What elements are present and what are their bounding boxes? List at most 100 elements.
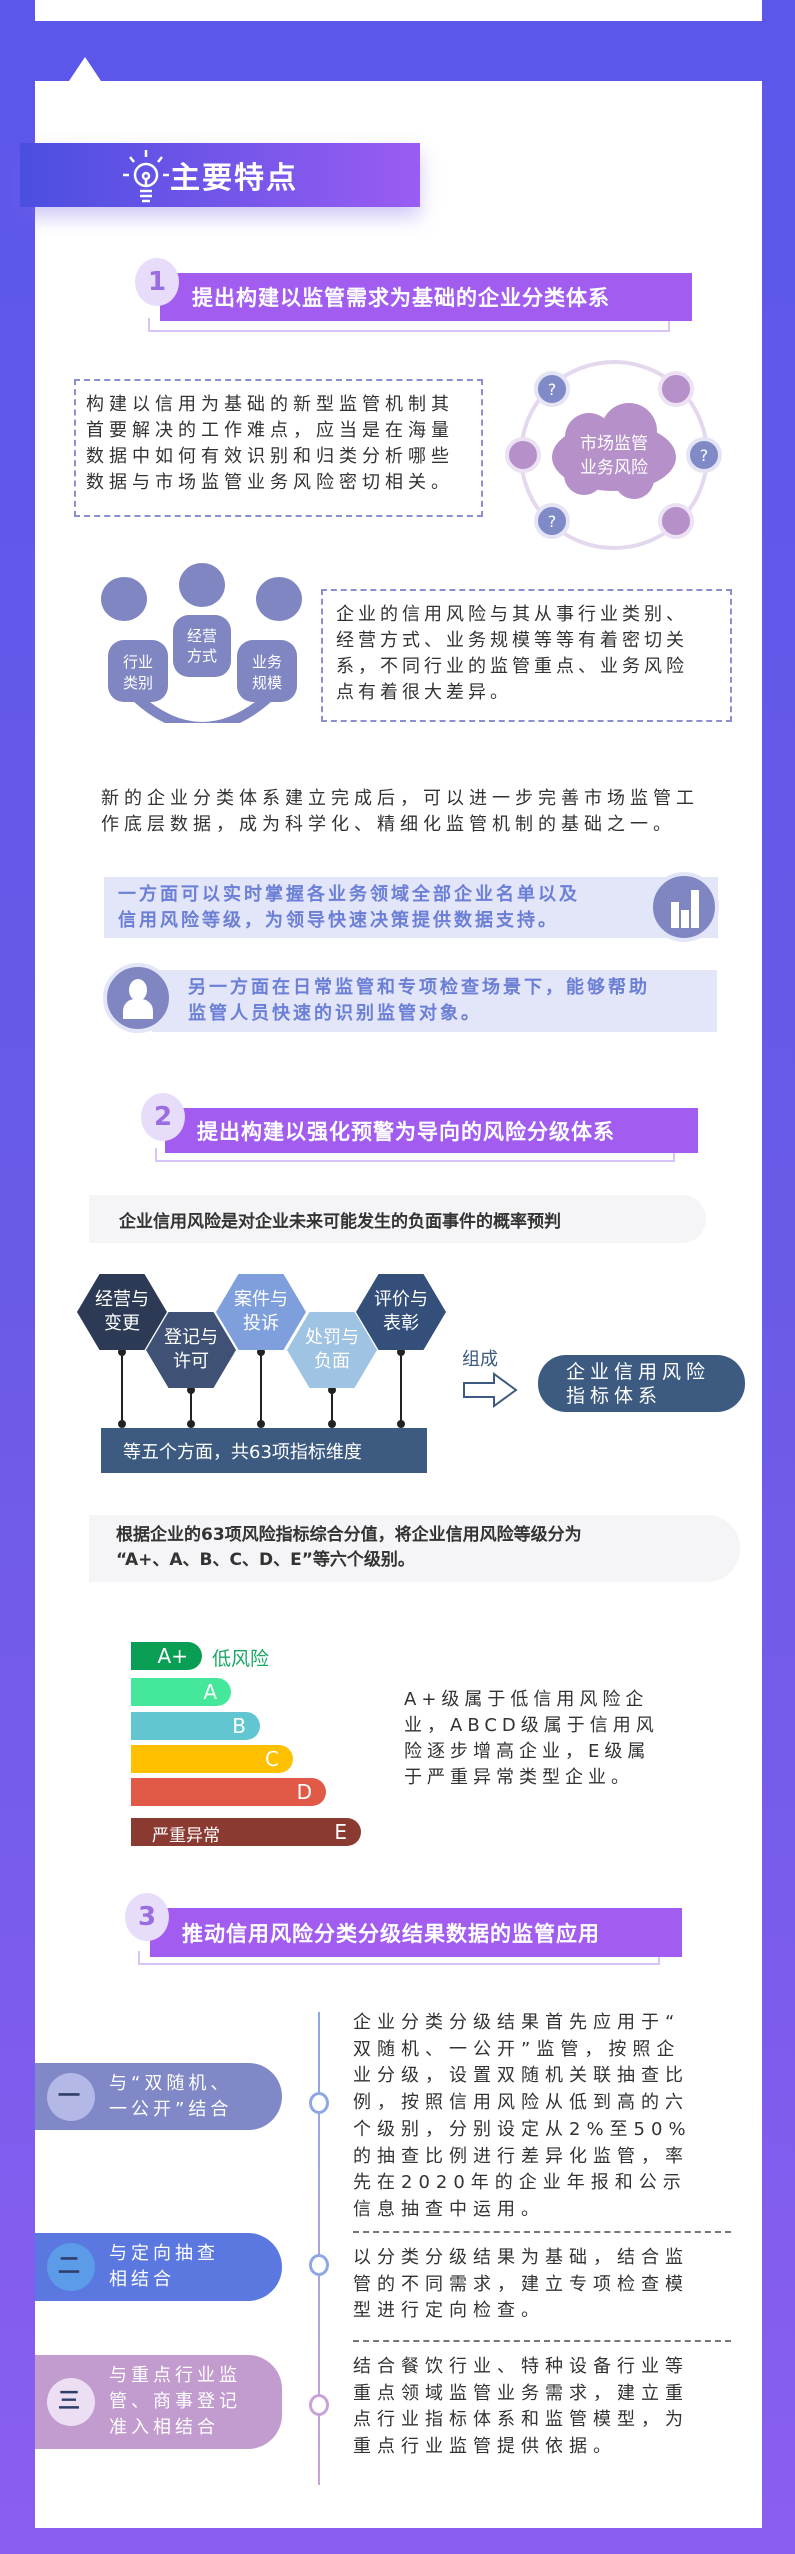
- text-line: 的抽查比例进行差异化监管，率: [353, 2145, 689, 2167]
- hexagon-label: 评价与: [374, 1289, 428, 1310]
- definition-text: 企业信用风险是对企业未来可能发生的负面事件的概率预判: [119, 1211, 561, 1232]
- hexagon-label: 登记与: [164, 1327, 218, 1348]
- grade-description: A+级属于低信用风险企 业，ABCD级属于信用风 险逐步增高企业，E级属 于严重…: [404, 1687, 659, 1791]
- text-line: 双随机、一公开”监管，按照企: [353, 2038, 681, 2060]
- connector-dot: [328, 1386, 336, 1394]
- text-line: 首要解决的工作难点，应当是在海量: [86, 420, 454, 441]
- text-line: 业，ABCD级属于信用风: [404, 1715, 659, 1736]
- text-line: 重点行业监管提供依据。: [353, 2436, 617, 2458]
- text-line: 重点领域监管业务需求，建立重: [353, 2382, 689, 2404]
- industry-box: [321, 589, 732, 722]
- arrow-right-icon: [463, 1372, 518, 1408]
- application-item-1: 一 与“双随机、一公开”结合: [35, 2063, 282, 2130]
- severe-label: 严重异常: [152, 1826, 220, 1846]
- section1-title-text: 提出构建以监管需求为基础的企业分类体系: [192, 286, 610, 310]
- text-line: 企业信用风险: [566, 1361, 711, 1383]
- timeline-node: [309, 2092, 329, 2114]
- timeline-node: [309, 2394, 329, 2416]
- text-line: 与“双随机、: [109, 2072, 233, 2094]
- badge-one: 一: [47, 2072, 95, 2121]
- people-label: 经营: [187, 627, 217, 645]
- grade-bar-A: A: [131, 1678, 231, 1706]
- badge-three: 三: [47, 2378, 95, 2426]
- grade-label: D: [296, 1780, 312, 1804]
- text-line: 管、商事登记: [109, 2391, 241, 2412]
- hexagon-label: 许可: [173, 1351, 209, 1372]
- hexagon-label: 表彰: [383, 1313, 419, 1334]
- divider: [353, 2231, 731, 2233]
- low-risk-label: 低风险: [212, 1648, 270, 1670]
- badge-two: 二: [47, 2243, 95, 2291]
- text-line: 以分类分级结果为基础，结合监: [353, 2247, 689, 2268]
- user-icon: [103, 963, 173, 1033]
- divider: [353, 2340, 731, 2342]
- point-a-text: 一方面可以实时掌握各业务领域全部企业名单以及 信用风险等级，为领导快速决策提供数…: [118, 882, 580, 934]
- section3-title: 推动信用风险分类分级结果数据的监管应用: [150, 1908, 682, 1957]
- connector-dot: [118, 1420, 126, 1428]
- text-line: 险逐步增高企业，E级属: [404, 1741, 651, 1762]
- text-line: 业分级，设置双随机关联抽查比: [353, 2065, 689, 2087]
- application-desc-2: 以分类分级结果为基础，结合监管的不同需求，建立专项检查模型进行定向检查。: [353, 2245, 689, 2325]
- industry-text: 企业的信用风险与其从事行业类别、 经营方式、业务规模等等有着密切关 系，不同行业…: [336, 602, 688, 706]
- section2-title: 提出构建以强化预警为导向的风险分级体系: [165, 1108, 698, 1153]
- question-mark-icon: ?: [548, 512, 557, 531]
- text-line: 准入相结合: [109, 2417, 219, 2438]
- point-b-text: 另一方面在日常监管和专项检查场景下，能够帮助 监管人员快速的识别监管对象。: [188, 975, 650, 1027]
- result-pill: 企业信用风险 指标体系: [538, 1355, 745, 1412]
- intro-text: 构建以信用为基础的新型监管机制其 首要解决的工作难点，应当是在海量 数据中如何有…: [86, 392, 454, 496]
- text-line: 经营方式、业务规模等等有着密切关: [336, 630, 688, 651]
- section3-number: 3: [125, 1893, 169, 1941]
- people-label: 行业: [123, 653, 153, 671]
- people-group-diagram: 经营 方式 行业 类别 业务 规模: [101, 563, 302, 723]
- text-line: “A+、A、B、C、D、E”等六个级别。: [116, 1550, 415, 1570]
- intro-box: [74, 379, 483, 517]
- text-line: 点行业指标体系和监管模型，为: [353, 2409, 689, 2431]
- hexagon-label: 投诉: [243, 1313, 279, 1334]
- text-line: 相结合: [109, 2269, 175, 2290]
- connector-dot: [187, 1386, 195, 1394]
- people-label: 方式: [187, 647, 217, 665]
- grade-bar-D: D: [131, 1778, 326, 1806]
- text-line: 一方面可以实时掌握各业务领域全部企业名单以及: [118, 884, 580, 905]
- cloud-label: 市场监管: [580, 434, 648, 454]
- grade-bar-C: C: [131, 1745, 293, 1773]
- grade-label: C: [265, 1747, 279, 1771]
- application-desc-1: 企业分类分级结果首先应用于“双随机、一公开”监管，按照企业分级，设置双随机关联抽…: [353, 2010, 692, 2224]
- connector-dot: [397, 1348, 405, 1356]
- connector-dot: [328, 1420, 336, 1428]
- text-line: 与定向抽查: [109, 2243, 219, 2264]
- risk-ring-diagram: ? ? ? 市场监管 业务风险: [505, 360, 722, 550]
- text-line: 数据中如何有效识别和归类分析哪些: [86, 446, 454, 467]
- text-line: 一公开”结合: [109, 2098, 233, 2120]
- text-line: 构建以信用为基础的新型监管机制其: [86, 394, 454, 415]
- text-line: 根据企业的63项风险指标综合分值，将企业信用风险等级分为: [116, 1525, 582, 1545]
- lightbulb-icon: [123, 150, 169, 203]
- hexagon-label: 处罚与: [305, 1327, 359, 1348]
- text-line: 点有着很大差异。: [336, 682, 512, 703]
- section2-title-text: 提出构建以强化预警为导向的风险分级体系: [197, 1119, 615, 1144]
- people-label: 类别: [123, 674, 153, 692]
- compose-label: 组成: [462, 1349, 498, 1370]
- application-item-2: 二 与定向抽查相结合: [35, 2233, 282, 2301]
- text-line: 监管人员快速的识别监管对象。: [188, 1003, 482, 1024]
- grade-label: B: [232, 1714, 246, 1738]
- application-desc-3: 结合餐饮行业、特种设备行业等重点领域监管业务需求，建立重点行业指标体系和监管模型…: [353, 2354, 689, 2461]
- text-line: 信用风险等级，为领导快速决策提供数据支持。: [118, 910, 559, 931]
- grade-bar-A+: A+: [131, 1642, 202, 1670]
- grade-label: A+: [157, 1644, 188, 1668]
- section3-title-text: 推动信用风险分类分级结果数据的监管应用: [182, 1921, 600, 1946]
- text-line: 先在2020年的企业年报和公示: [353, 2172, 687, 2194]
- connector-dot: [397, 1420, 405, 1428]
- text-line: 另一方面在日常监管和专项检查场景下，能够帮助: [188, 977, 650, 998]
- point-b-box: [152, 970, 717, 1032]
- hexagon-label: 案件与: [234, 1289, 288, 1310]
- text-line: 个级别，分别设定从2%至50%: [353, 2118, 692, 2140]
- connector-line: [260, 1352, 262, 1424]
- text-line: 例，按照信用风险从低到高的六: [353, 2092, 689, 2114]
- dimension-bar: 等五个方面，共63项指标维度: [101, 1428, 427, 1473]
- section-heading: 主要特点: [20, 143, 420, 207]
- text-line: 于严重异常类型企业。: [404, 1767, 634, 1788]
- cloud-label: 业务风险: [580, 458, 648, 478]
- connector-line: [400, 1352, 402, 1424]
- heading-title: 主要特点: [170, 161, 298, 196]
